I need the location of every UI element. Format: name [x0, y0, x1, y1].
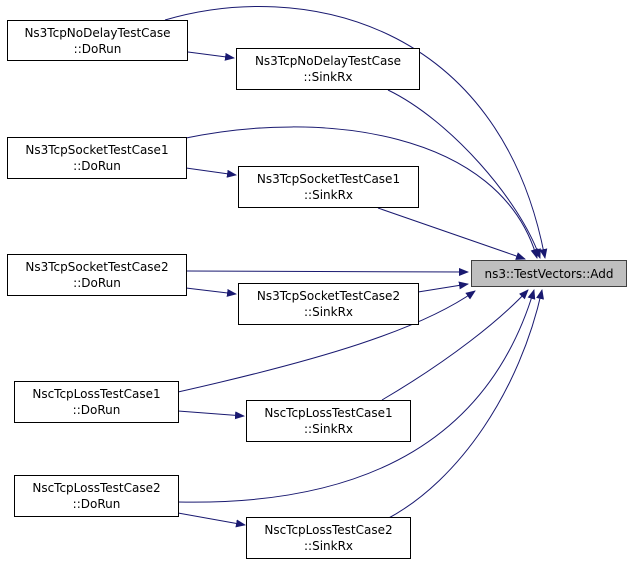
edge-nodelay-sinkrx-to-add — [387, 89, 541, 259]
edge-nsc2-dorun-to-add — [177, 289, 536, 503]
edge-nodelay-dorun-to-nodelay-sinkrx — [187, 51, 235, 61]
node-label: ns3::TestVectors::Add — [484, 266, 614, 281]
node-label-method: ::DoRun — [73, 41, 122, 56]
edge-socket1-sinkrx-to-add — [377, 207, 526, 260]
edge-nsc1-dorun-to-add — [177, 290, 476, 393]
edge-nsc1-sinkrx-to-add — [381, 289, 529, 401]
edge-socket2-dorun-to-socket2-sinkrx — [185, 287, 237, 297]
node-nodelay-dorun[interactable]: Ns3TcpNoDelayTestCase ::DoRun — [7, 20, 188, 61]
node-label-class: NscTcpLossTestCase2 — [32, 481, 161, 495]
node-label-method: ::DoRun — [72, 403, 121, 417]
edge-socket1-dorun-to-socket1-sinkrx — [185, 167, 237, 178]
node-label-class: Ns3TcpNoDelayTestCase — [254, 54, 402, 68]
node-label-class: Ns3TcpSocketTestCase2 — [256, 289, 401, 303]
node-testvectors-add[interactable]: ns3::TestVectors::Add — [471, 260, 627, 287]
node-nodelay-sinkrx[interactable]: Ns3TcpNoDelayTestCase ::SinkRx — [236, 48, 420, 90]
node-nsc1-sinkrx[interactable]: NscTcpLossTestCase1 ::SinkRx — [246, 400, 411, 442]
node-label-class: Ns3TcpSocketTestCase2 — [25, 260, 169, 274]
node-label-method: ::SinkRx — [303, 539, 354, 553]
edge-nsc2-sinkrx-to-add — [386, 289, 544, 520]
node-nsc1-dorun[interactable]: NscTcpLossTestCase1 ::DoRun — [14, 381, 179, 423]
node-label-class: Ns3TcpSocketTestCase1 — [256, 172, 401, 186]
node-label-class: NscTcpLossTestCase2 — [264, 523, 393, 537]
node-label-class: NscTcpLossTestCase1 — [32, 387, 161, 401]
node-label-method: ::DoRun — [73, 159, 121, 173]
node-label-method: ::SinkRx — [303, 305, 354, 319]
node-label-class: Ns3TcpSocketTestCase1 — [25, 143, 169, 157]
node-socket2-sinkrx[interactable]: Ns3TcpSocketTestCase2 ::SinkRx — [238, 283, 419, 325]
node-label-method: ::DoRun — [72, 497, 121, 511]
node-socket1-sinkrx[interactable]: Ns3TcpSocketTestCase1 ::SinkRx — [238, 166, 419, 208]
edge-socket2-sinkrx-to-add — [417, 281, 469, 293]
edge-nsc1-dorun-to-nsc1-sinkrx — [177, 410, 245, 420]
node-socket1-dorun[interactable]: Ns3TcpSocketTestCase1 ::DoRun — [7, 137, 187, 179]
edge-nsc2-dorun-to-nsc2-sinkrx — [177, 512, 246, 528]
node-label-class: NscTcpLossTestCase1 — [264, 406, 393, 420]
node-socket2-dorun[interactable]: Ns3TcpSocketTestCase2 ::DoRun — [7, 254, 187, 296]
node-label-class: Ns3TcpNoDelayTestCase — [24, 25, 171, 40]
node-label-method: ::DoRun — [73, 276, 121, 290]
edge-nodelay-dorun-to-add — [164, 6, 548, 259]
edge-socket2-dorun-to-add — [185, 267, 469, 276]
node-label-method: ::SinkRx — [303, 422, 354, 436]
edge-socket1-dorun-to-add — [185, 126, 539, 259]
node-label-method: ::SinkRx — [303, 188, 354, 202]
node-nsc2-dorun[interactable]: NscTcpLossTestCase2 ::DoRun — [14, 475, 179, 517]
node-label-method: ::SinkRx — [303, 70, 353, 84]
node-nsc2-sinkrx[interactable]: NscTcpLossTestCase2 ::SinkRx — [246, 517, 411, 559]
